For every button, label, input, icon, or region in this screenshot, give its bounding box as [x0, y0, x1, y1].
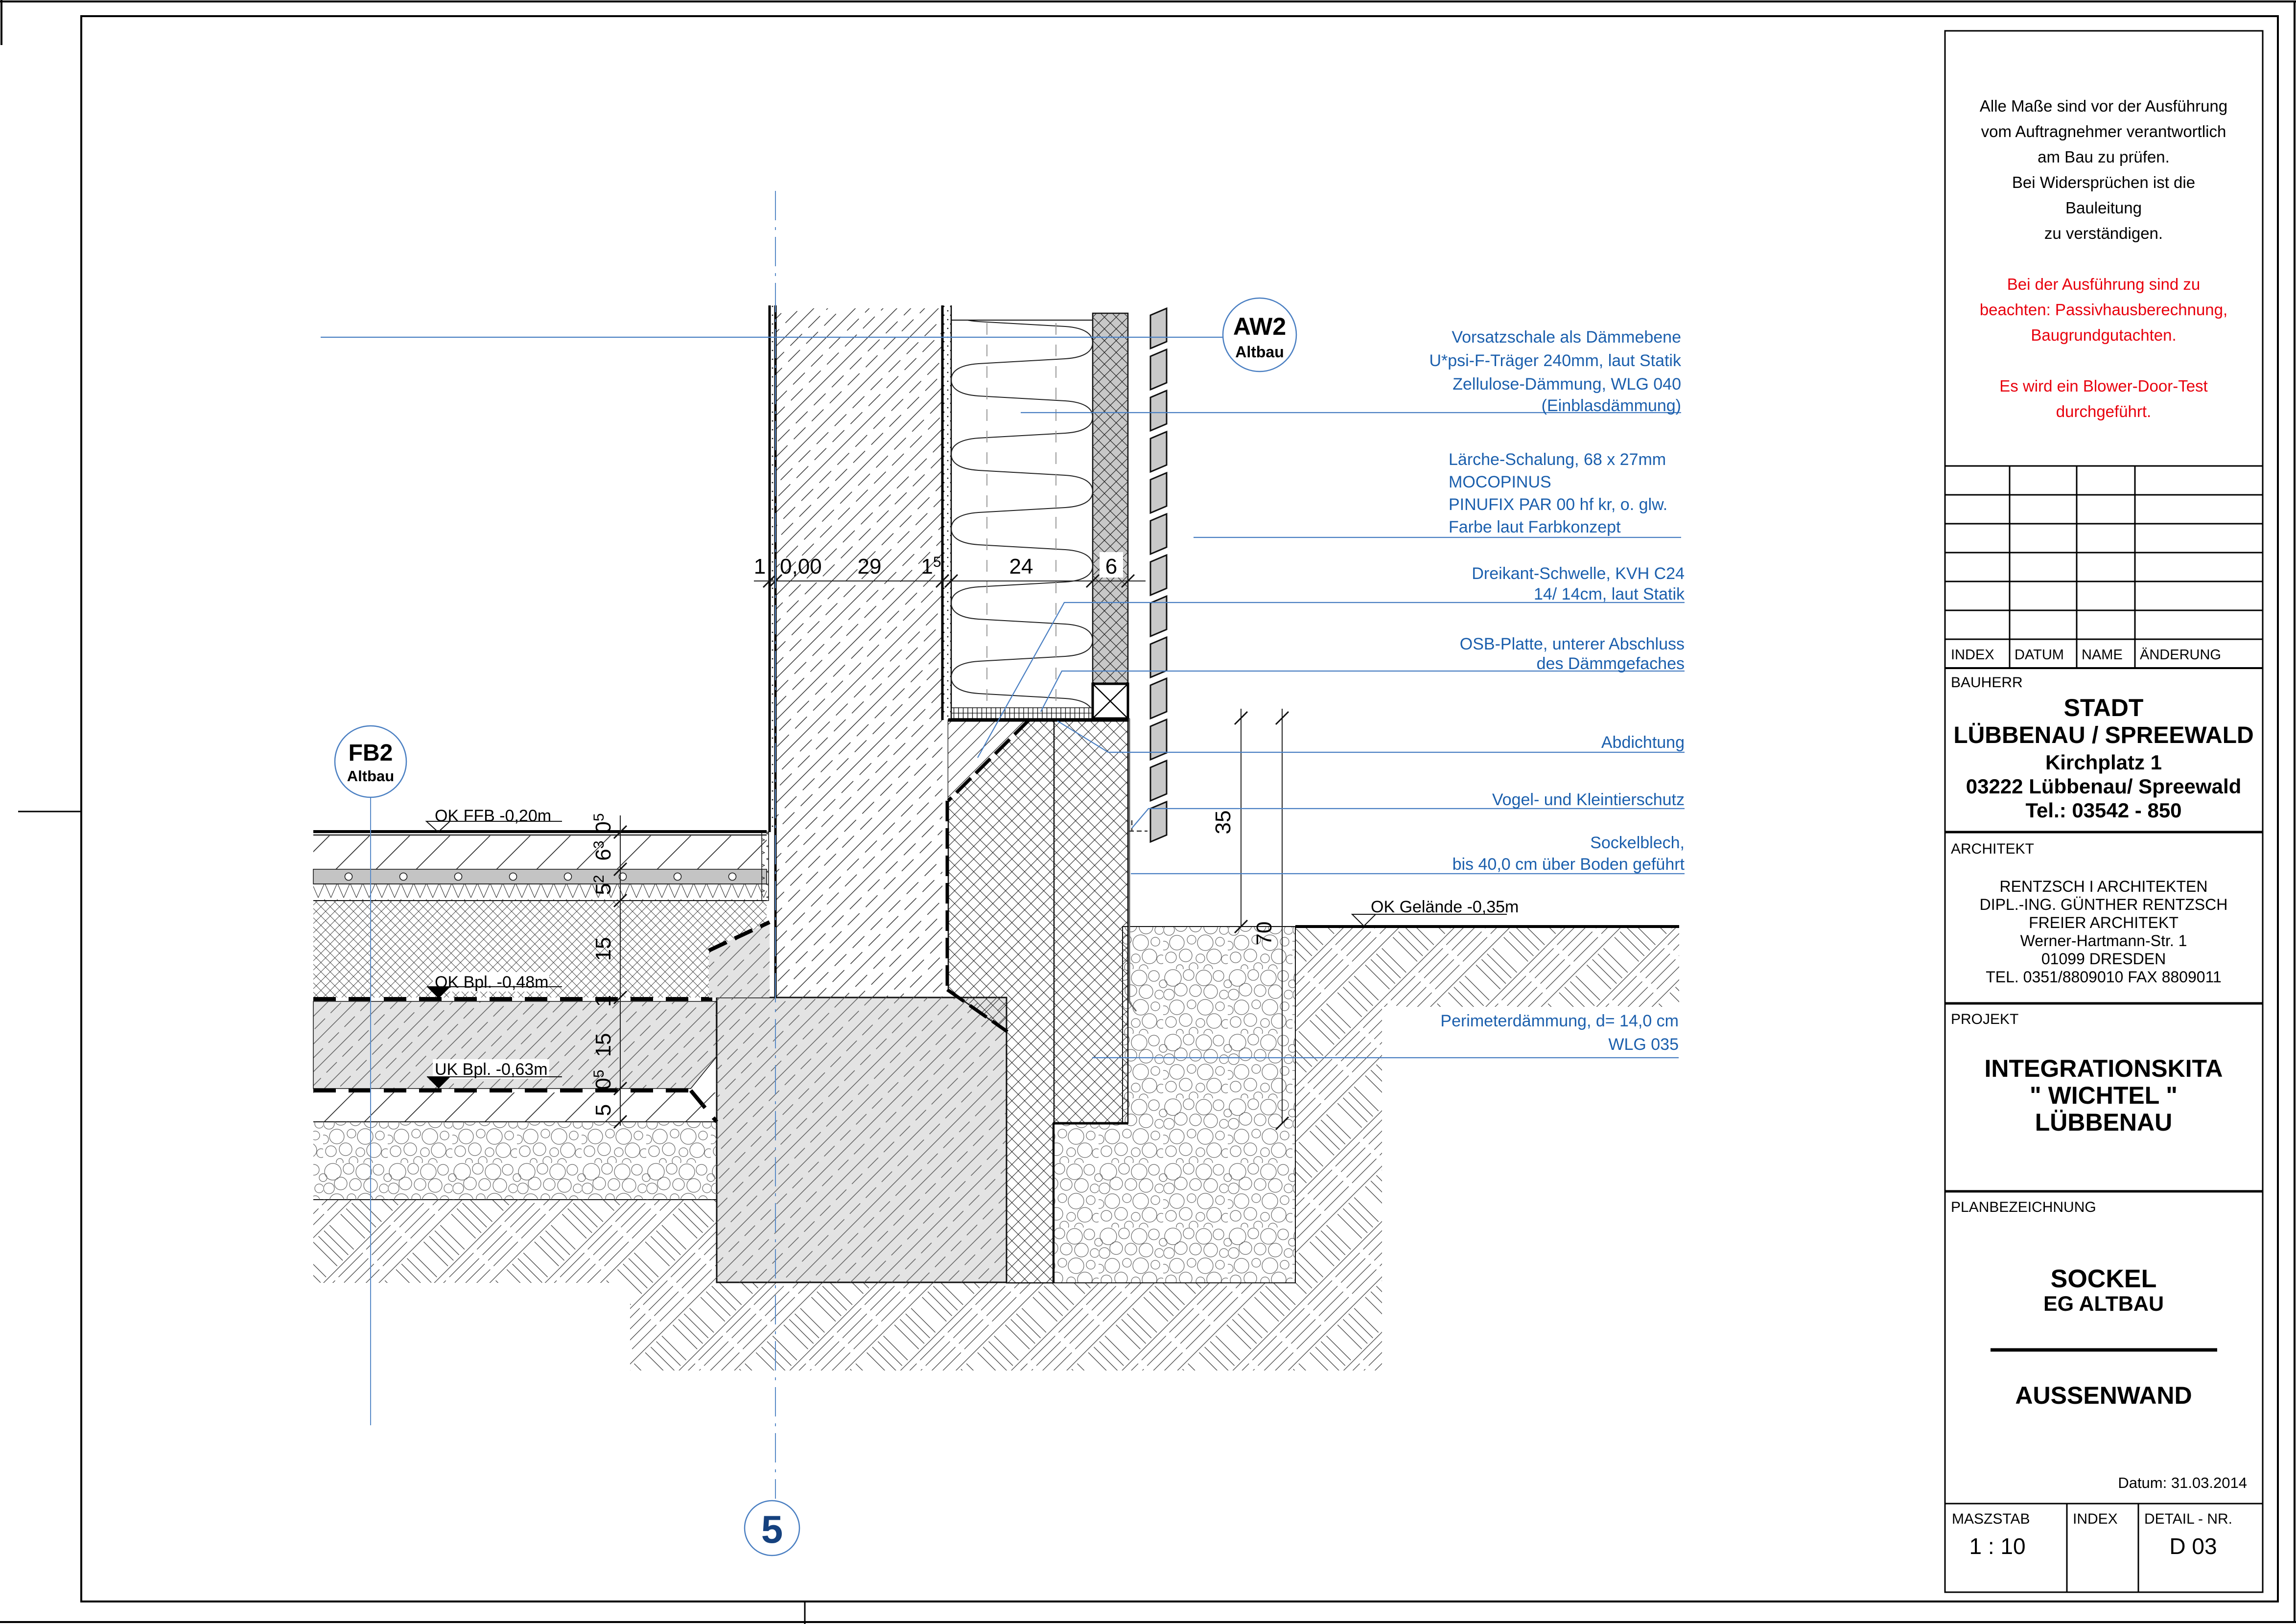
svg-text:Datum: 31.03.2014: Datum: 31.03.2014	[2118, 1474, 2247, 1491]
svg-text:vom Auftragnehmer verantwortli: vom Auftragnehmer verantwortlich	[1981, 122, 2226, 140]
svg-text:05: 05	[591, 813, 615, 833]
svg-text:Bauleitung: Bauleitung	[2065, 199, 2142, 217]
svg-text:1: 1	[754, 555, 766, 579]
svg-text:70: 70	[1252, 922, 1276, 946]
svg-text:TEL. 0351/8809010 FAX 8809011: TEL. 0351/8809010 FAX 8809011	[1986, 968, 2222, 986]
svg-text:ARCHITEKT: ARCHITEKT	[1951, 841, 2034, 857]
svg-text:01099 DRESDEN: 01099 DRESDEN	[2041, 950, 2166, 968]
svg-text:5: 5	[761, 1508, 783, 1551]
svg-text:Vogel- und Kleintierschutz: Vogel- und Kleintierschutz	[1492, 790, 1685, 809]
svg-text:6: 6	[1105, 555, 1117, 579]
svg-text:LÜBBENAU / SPREEWALD: LÜBBENAU / SPREEWALD	[1953, 722, 2253, 748]
svg-text:" WICHTEL ": " WICHTEL "	[2030, 1082, 2178, 1109]
svg-text:0,00: 0,00	[780, 555, 822, 579]
svg-text:Perimeterdämmung, d= 14,0 cm: Perimeterdämmung, d= 14,0 cm	[1440, 1012, 1679, 1030]
svg-text:Sockelblech,: Sockelblech,	[1590, 834, 1685, 852]
svg-text:35: 35	[1211, 811, 1235, 835]
svg-text:des Dämmgefaches: des Dämmgefaches	[1537, 654, 1685, 673]
svg-text:Werner-Hartmann-Str. 1: Werner-Hartmann-Str. 1	[2020, 932, 2187, 950]
svg-text:AUSSENWAND: AUSSENWAND	[2015, 1382, 2192, 1409]
svg-text:Zellulose-Dämmung, WLG 040: Zellulose-Dämmung, WLG 040	[1453, 375, 1681, 394]
svg-text:LÜBBENAU: LÜBBENAU	[2035, 1109, 2173, 1136]
svg-text:05: 05	[591, 1069, 615, 1090]
svg-text:U*psi-F-Träger 240mm, laut Sta: U*psi-F-Träger 240mm, laut Statik	[1429, 351, 1682, 370]
svg-text:15: 15	[591, 1033, 615, 1057]
svg-text:WLG 035: WLG 035	[1608, 1035, 1679, 1054]
svg-text:Lärche-Schalung, 68 x 27mm: Lärche-Schalung, 68 x 27mm	[1449, 450, 1666, 469]
svg-text:D 03: D 03	[2169, 1533, 2217, 1559]
svg-text:RENTZSCH I ARCHITEKTEN: RENTZSCH I ARCHITEKTEN	[2000, 878, 2208, 895]
svg-text:Kirchplatz 1: Kirchplatz 1	[2045, 751, 2162, 774]
svg-text:OK FFB -0,20m: OK FFB -0,20m	[435, 807, 551, 825]
svg-text:Es wird ein Blower-Door-Test: Es wird ein Blower-Door-Test	[1999, 377, 2207, 395]
svg-text:29: 29	[858, 555, 882, 579]
svg-text:OK Bpl. -0,48m: OK Bpl. -0,48m	[435, 973, 548, 992]
svg-text:beachten: Passivhausberechnung: beachten: Passivhausberechnung,	[1980, 301, 2227, 319]
svg-text:INDEX: INDEX	[1951, 647, 1994, 663]
svg-text:Vorsatzschale als Dämmebene: Vorsatzschale als Dämmebene	[1452, 328, 1681, 347]
svg-text:ÄNDERUNG: ÄNDERUNG	[2140, 647, 2221, 663]
svg-text:INDEX: INDEX	[2073, 1511, 2118, 1527]
svg-text:Altbau: Altbau	[1235, 343, 1284, 361]
svg-text:OK Gelände -0,35m: OK Gelände -0,35m	[1371, 898, 1519, 916]
svg-text:SOCKEL: SOCKEL	[2051, 1265, 2157, 1293]
svg-text:DATUM: DATUM	[2015, 647, 2064, 663]
svg-text:15: 15	[591, 937, 615, 961]
svg-text:1 : 10: 1 : 10	[1969, 1533, 2025, 1559]
svg-text:FREIER ARCHITEKT: FREIER ARCHITEKT	[2029, 914, 2179, 931]
svg-text:Altbau: Altbau	[347, 767, 394, 785]
svg-text:Abdichtung: Abdichtung	[1601, 733, 1685, 752]
svg-text:5: 5	[591, 1104, 615, 1116]
svg-text:PINUFIX PAR 00 hf kr, o. glw.: PINUFIX PAR 00 hf kr, o. glw.	[1449, 495, 1667, 514]
svg-text:MASZSTAB: MASZSTAB	[1952, 1511, 2030, 1527]
svg-text:UK Bpl. -0,63m: UK Bpl. -0,63m	[435, 1060, 548, 1079]
svg-text:OSB-Platte, unterer Abschluss: OSB-Platte, unterer Abschluss	[1460, 635, 1685, 653]
svg-text:14/ 14cm, laut Statik: 14/ 14cm, laut Statik	[1534, 585, 1685, 603]
svg-text:PROJEKT: PROJEKT	[1951, 1011, 2018, 1027]
svg-text:Baugrundgutachten.: Baugrundgutachten.	[2031, 326, 2176, 344]
svg-text:bis 40,0 cm über Boden geführt: bis 40,0 cm über Boden geführt	[1453, 855, 1685, 874]
svg-text:AW2: AW2	[1233, 313, 1286, 340]
svg-text:FB2: FB2	[349, 740, 393, 766]
svg-text:Farbe laut Farbkonzept: Farbe laut Farbkonzept	[1449, 518, 1621, 536]
svg-text:MOCOPINUS: MOCOPINUS	[1449, 473, 1551, 491]
svg-text:Tel.: 03542 - 850: Tel.: 03542 - 850	[2025, 799, 2181, 822]
svg-text:STADT: STADT	[2064, 694, 2144, 721]
svg-text:Bei der Ausführung sind zu: Bei der Ausführung sind zu	[2007, 275, 2200, 293]
svg-text:PLANBEZEICHNUNG: PLANBEZEICHNUNG	[1951, 1199, 2096, 1215]
svg-text:NAME: NAME	[2082, 647, 2123, 663]
svg-text:am Bau zu prüfen.: am Bau zu prüfen.	[2038, 148, 2170, 166]
svg-text:Bei Widersprüchen ist die: Bei Widersprüchen ist die	[2012, 173, 2195, 191]
svg-text:zu verständigen.: zu verständigen.	[2044, 224, 2163, 242]
svg-text:(Einblasdämmung): (Einblasdämmung)	[1542, 396, 1681, 415]
svg-text:Alle Maße sind vor der Ausführ: Alle Maße sind vor der Ausführung	[1980, 97, 2227, 115]
svg-text:durchgeführt.: durchgeführt.	[2056, 402, 2151, 420]
svg-text:03222 Lübbenau/ Spreewald: 03222 Lübbenau/ Spreewald	[1966, 775, 2242, 798]
svg-text:1: 1	[591, 995, 615, 1007]
svg-text:BAUHERR: BAUHERR	[1951, 674, 2023, 691]
svg-text:DIPL.-ING. GÜNTHER RENTZSCH: DIPL.-ING. GÜNTHER RENTZSCH	[1980, 896, 2228, 913]
svg-text:24: 24	[1009, 555, 1033, 579]
svg-text:DETAIL - NR.: DETAIL - NR.	[2144, 1511, 2232, 1527]
svg-text:EG ALTBAU: EG ALTBAU	[2043, 1292, 2164, 1316]
svg-text:Dreikant-Schwelle, KVH C24: Dreikant-Schwelle, KVH C24	[1472, 564, 1685, 583]
svg-text:INTEGRATIONSKITA: INTEGRATIONSKITA	[1984, 1055, 2223, 1082]
